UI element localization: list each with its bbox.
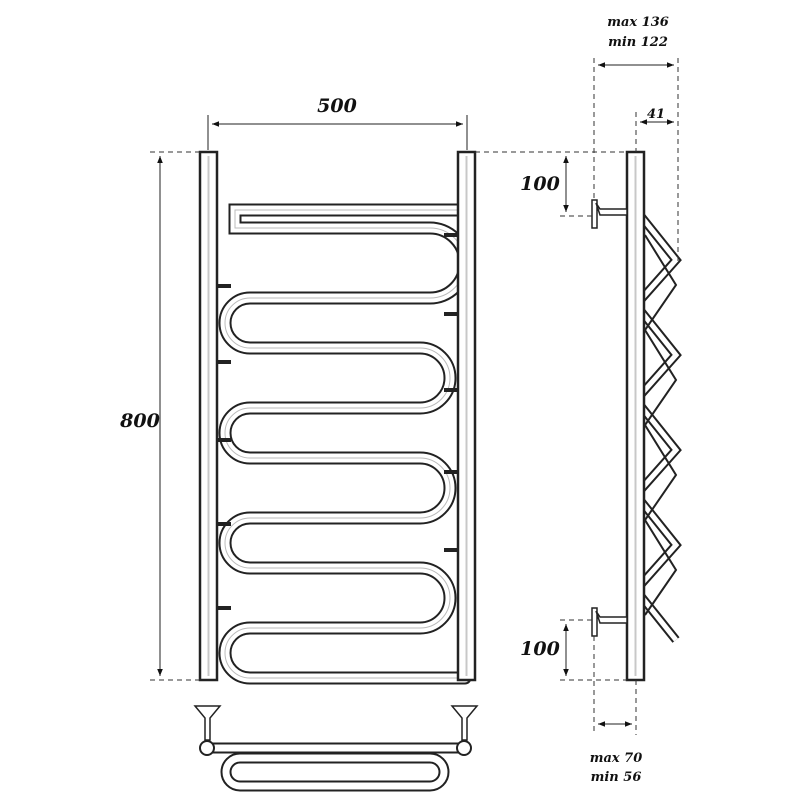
width-dimension: 500 <box>207 95 468 150</box>
bottom-offset-label: 100 <box>520 638 560 660</box>
bracket-right <box>450 705 479 741</box>
side-bracket-bottom <box>591 607 628 637</box>
bottom-offset-dimension: 100 <box>520 624 569 676</box>
right-connectors <box>444 233 458 552</box>
front-view <box>198 150 477 680</box>
side-view <box>591 150 682 682</box>
coil-fill <box>225 210 465 678</box>
left-connectors <box>217 284 231 610</box>
top-offset-dimension: 100 <box>520 156 569 212</box>
bracket-depth-label: 41 <box>647 107 665 122</box>
coil-outline <box>225 210 465 678</box>
top-view <box>193 705 479 792</box>
height-dimension: 800 <box>119 151 200 681</box>
coil-centerline <box>224 209 466 679</box>
bracket-left <box>193 705 222 741</box>
width-label: 500 <box>317 95 357 117</box>
bracket-depth-dimension: 41 <box>640 107 674 125</box>
joint-left <box>199 740 215 756</box>
wall-dimension: max 70 min 56 <box>590 721 643 785</box>
depth-dimension: max 136 min 122 <box>598 15 674 68</box>
wall-max-label: max 70 <box>590 751 643 766</box>
joint-right <box>456 740 472 756</box>
height-label: 800 <box>119 410 160 432</box>
alignment-lines <box>475 58 679 735</box>
depth-min-label: min 122 <box>608 35 668 50</box>
wall-min-label: min 56 <box>591 770 642 785</box>
side-bracket-top <box>591 199 628 229</box>
depth-max-label: max 136 <box>607 15 669 30</box>
top-offset-label: 100 <box>520 173 560 195</box>
